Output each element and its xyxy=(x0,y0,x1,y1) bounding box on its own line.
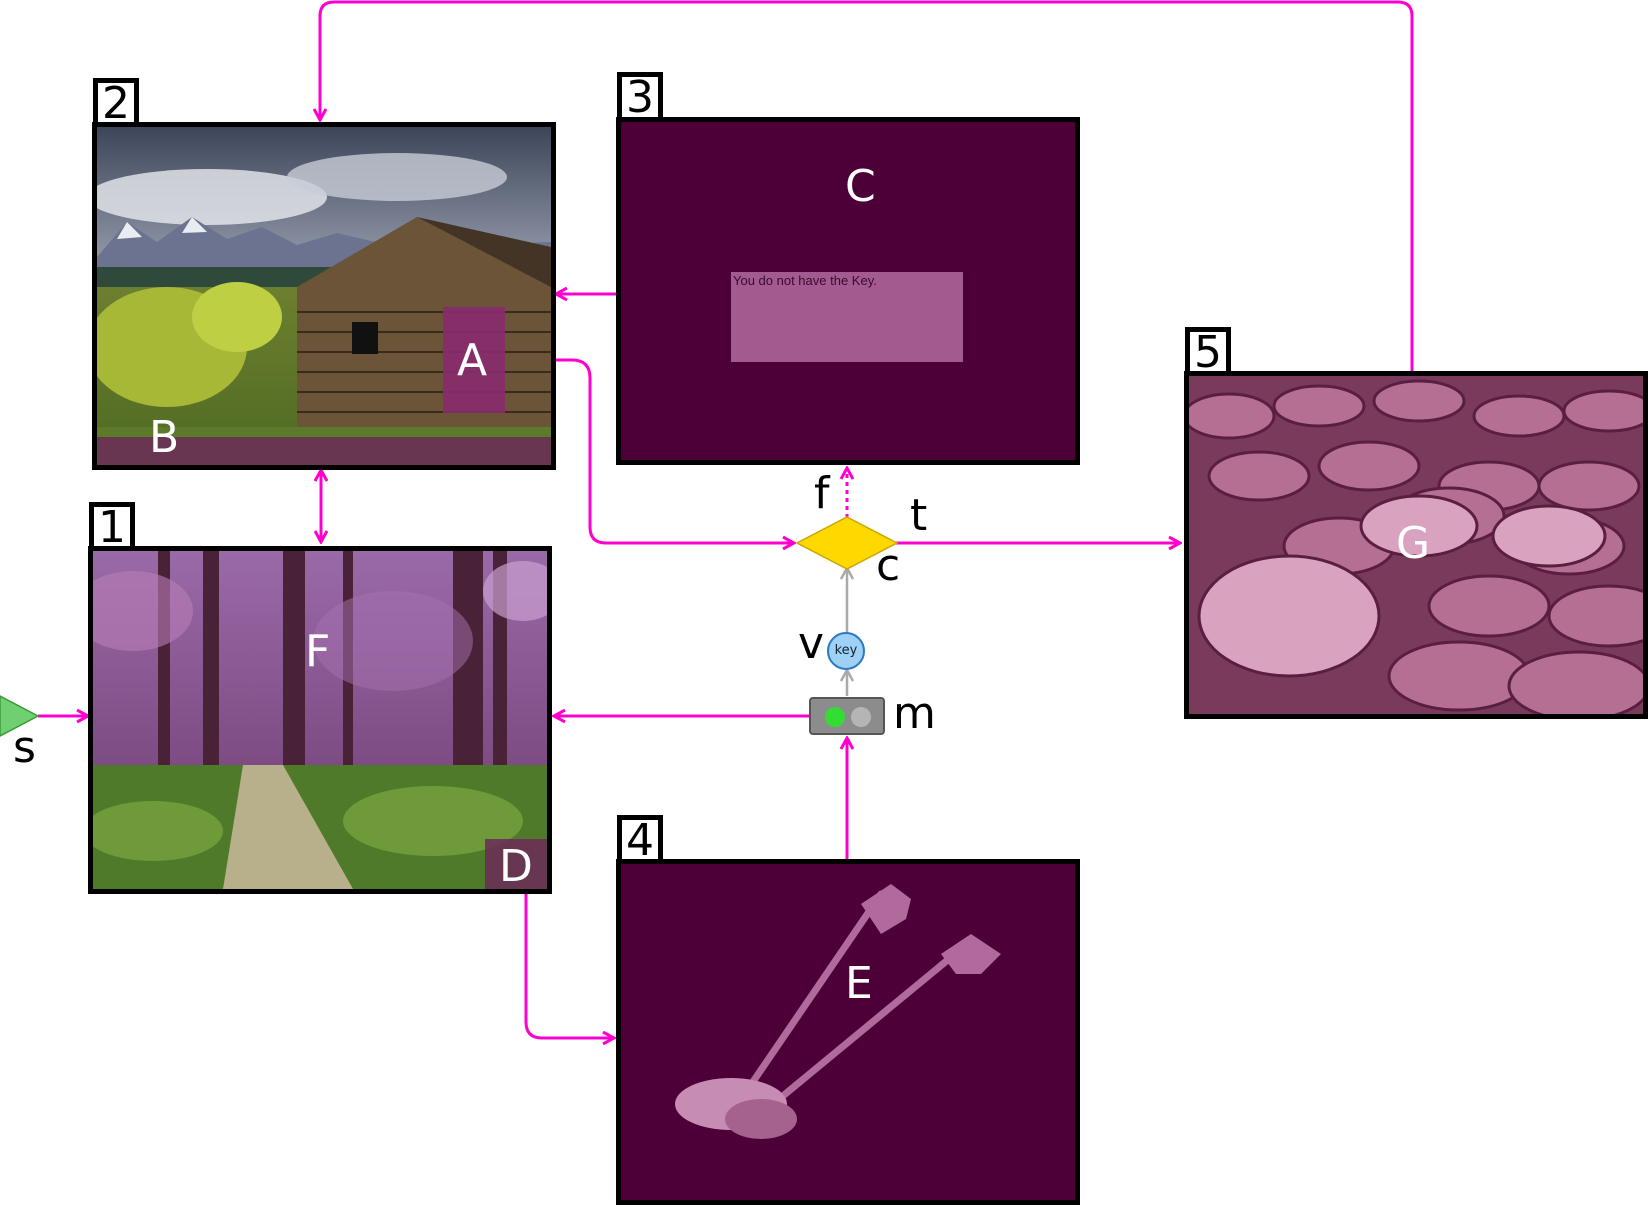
condition-label: c xyxy=(876,540,901,591)
room-5-number: 5 xyxy=(1185,327,1231,375)
link-hotspot-d-to-room4 xyxy=(524,888,614,1038)
message-box: You do not have the Key. xyxy=(731,272,963,362)
hotspot-d-label[interactable]: D xyxy=(499,841,533,892)
room-3-number: 3 xyxy=(617,72,663,120)
hotspot-b-label[interactable]: B xyxy=(149,412,180,463)
room-1-number: 1 xyxy=(89,502,135,550)
start-triangle-icon[interactable] xyxy=(0,694,40,738)
hotspot-e-label[interactable]: E xyxy=(845,958,873,1009)
room-3: C You do not have the Key. xyxy=(616,117,1080,465)
room-4: E xyxy=(616,859,1080,1205)
modifier-label: m xyxy=(893,688,936,739)
switch-on-light xyxy=(825,707,845,727)
room-5: G xyxy=(1184,371,1648,719)
hotspot-g-label[interactable]: G xyxy=(1396,518,1431,569)
false-branch-label: f xyxy=(814,468,830,519)
decision-diamond-icon[interactable] xyxy=(793,515,901,571)
toggle-switch-icon[interactable] xyxy=(809,697,885,735)
variable-label: v xyxy=(798,618,825,669)
start-label: s xyxy=(13,722,36,773)
room-2: A B xyxy=(92,122,556,470)
link-room5-to-room2 xyxy=(320,0,1414,372)
key-variable-icon[interactable]: key xyxy=(827,632,865,670)
keys-image xyxy=(675,884,1001,1139)
hotspot-f-label[interactable]: F xyxy=(305,626,331,677)
hotspot-a-label: A xyxy=(457,335,488,386)
link-hotspot-a-to-condition xyxy=(502,358,794,543)
variable-name: key xyxy=(834,643,858,658)
true-branch-label: t xyxy=(910,490,928,541)
room-1: F D xyxy=(88,546,552,894)
hotspot-a[interactable] xyxy=(443,307,505,413)
forest-path-image xyxy=(93,551,547,889)
room-4-number: 4 xyxy=(617,815,663,863)
room-2-number: 2 xyxy=(93,78,139,126)
coins-image xyxy=(1189,376,1643,714)
hotspot-c-label[interactable]: C xyxy=(845,161,876,212)
switch-off-light xyxy=(851,707,871,727)
